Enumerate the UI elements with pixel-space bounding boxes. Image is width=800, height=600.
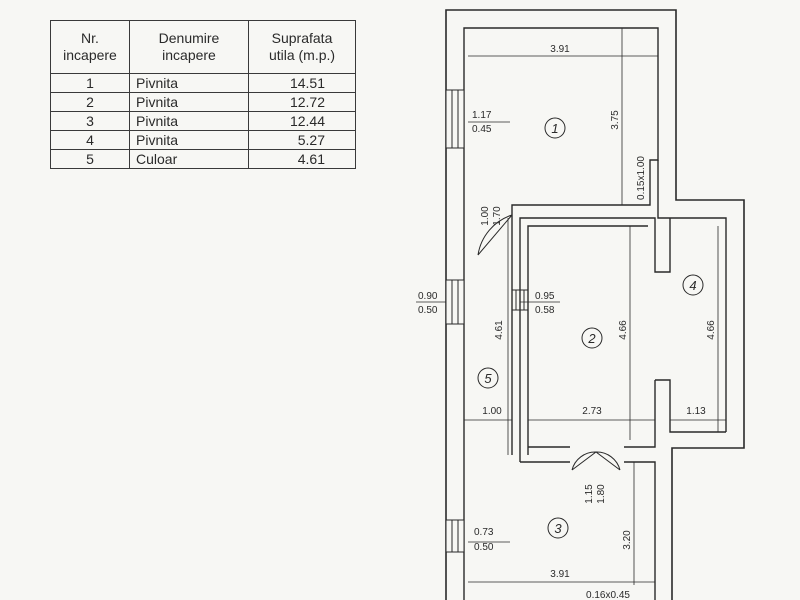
cell-room-area: 4.61: [248, 149, 356, 169]
inner-window: [512, 289, 528, 311]
dim-door1-h: 1.70: [492, 206, 503, 226]
table-row: 5 Culoar 4.61: [50, 149, 356, 169]
dim-window4-h: 0.50: [474, 542, 494, 553]
cell-room-name: Culoar: [129, 149, 249, 169]
table-header-row: Nr. incapere Denumire incapere Suprafata…: [50, 20, 356, 74]
room-4-label: 4: [689, 278, 696, 293]
header-text: incapere: [63, 47, 117, 63]
dim-window2-h: 0.50: [418, 305, 438, 316]
door-swings: [477, 214, 621, 471]
room3-wall: [520, 461, 656, 600]
header-room-number: Nr. incapere: [50, 20, 130, 74]
room-markers: [477, 117, 704, 539]
table-row: 1 Pivnita 14.51: [50, 73, 356, 93]
dimension-lines: [416, 28, 726, 585]
window-3: [445, 519, 465, 553]
header-text: Suprafata: [271, 30, 333, 46]
header-room-area: Suprafata utila (m.p.): [248, 20, 356, 74]
room2-wall: [519, 217, 671, 462]
dim-room3-height: 3.20: [622, 530, 633, 550]
table-row: 2 Pivnita 12.72: [50, 92, 356, 112]
window-1: [445, 89, 465, 149]
dim-corridor-height: 4.61: [494, 320, 505, 340]
dim-window4-w: 0.73: [474, 527, 494, 538]
cell-room-name: Pivnita: [129, 111, 249, 131]
dim-window1-h: 0.45: [472, 124, 492, 135]
room-area-table: Nr. incapere Denumire incapere Suprafata…: [50, 20, 356, 169]
header-text: utila (m.p.): [268, 47, 336, 63]
header-text: Denumire: [158, 30, 220, 46]
dim-window2-w: 0.90: [418, 291, 438, 302]
room-5-marker: [477, 367, 499, 389]
room-2-label: 2: [587, 331, 596, 346]
door-1-swing: [477, 214, 513, 256]
cell-room-area: 14.51: [248, 73, 356, 93]
dim-room1-height: 3.75: [610, 110, 621, 130]
dim-room4-width: 1.13: [686, 406, 706, 417]
outer-wall: [445, 9, 745, 600]
dim-room2-height: 4.66: [618, 320, 629, 340]
window-2: [445, 279, 465, 325]
table-row: 4 Pivnita 5.27: [50, 130, 356, 150]
cell-room-name: Pivnita: [129, 92, 249, 112]
cell-room-number: 5: [50, 149, 130, 169]
room1-right-wall: [657, 160, 727, 432]
window-openings: [445, 89, 465, 553]
dim-room3-width: 3.91: [550, 569, 570, 580]
door-2-swing: [571, 451, 621, 471]
room-3-label: 3: [554, 521, 562, 536]
dim-bottom-niche: 0.16x0.45: [586, 590, 630, 600]
cell-room-area: 12.44: [248, 111, 356, 131]
partition-wall: [528, 379, 726, 448]
header-room-name: Denumire incapere: [129, 20, 249, 74]
dim-room1-width: 3.91: [550, 44, 570, 55]
cell-room-area: 5.27: [248, 130, 356, 150]
dim-niche-room1: 0.15x1.00: [636, 156, 647, 200]
dim-door2-h: 1.80: [596, 484, 607, 504]
dim-window1-w: 1.17: [472, 110, 492, 121]
dim-window3-w: 0.95: [535, 291, 555, 302]
dim-door1-w: 1.00: [480, 206, 491, 226]
room1-inner-wall: [463, 27, 659, 600]
room-5-label: 5: [484, 371, 492, 386]
dim-corridor-width: 1.00: [482, 406, 502, 417]
dim-window3-h: 0.58: [535, 305, 555, 316]
dim-room4-height: 4.66: [706, 320, 717, 340]
room2-inner-face: [527, 225, 648, 455]
header-text: incapere: [162, 47, 216, 63]
room-1-label: 1: [551, 121, 558, 136]
table-row: 3 Pivnita 12.44: [50, 111, 356, 131]
room-4-marker: [682, 274, 704, 296]
room-3-marker: [547, 517, 569, 539]
dim-room2-width: 2.73: [582, 406, 602, 417]
header-text: Nr.: [81, 30, 99, 46]
room-1-marker: [544, 117, 566, 139]
room-2-marker: [581, 327, 603, 349]
cell-room-name: Pivnita: [129, 130, 249, 150]
dim-door2-w: 1.15: [584, 484, 595, 504]
